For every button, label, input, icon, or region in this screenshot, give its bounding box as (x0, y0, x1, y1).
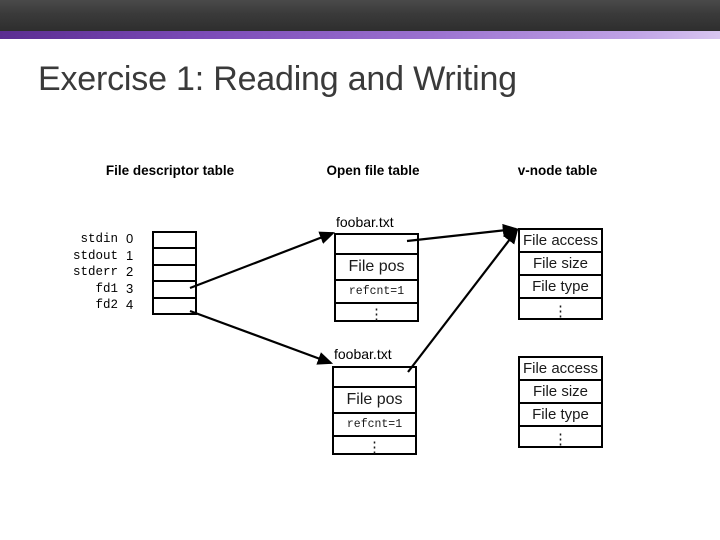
fd-index-4: 4 (126, 297, 134, 313)
vnode-1-file-access-text: File access (522, 232, 599, 249)
fd-label-stdout: stdout (72, 248, 118, 263)
fd-label-stderr: stderr (72, 265, 118, 280)
open-file-2-file-pos: File pos (334, 388, 415, 414)
file-descriptor-table-box (152, 231, 197, 315)
fd-label-fd1: fd1 (95, 281, 118, 296)
open-file-table-entry-1: File pos refcnt=1 ⋮ (334, 233, 419, 323)
vnode-1-file-size: File size (520, 253, 601, 276)
open-file-table-entry-2: File pos refcnt=1 ⋮ (332, 366, 417, 456)
open-file-2-refcnt: refcnt=1 (334, 414, 415, 437)
fd-index-column: 0 1 2 3 4 (126, 231, 144, 314)
fd-table-row-3 (154, 282, 195, 299)
open-file-1-empty-row (336, 235, 417, 255)
connector-fd1-to-openfile-1 (189, 231, 336, 290)
open-file-2-caption: foobar.txt (334, 346, 392, 362)
open-file-1-ellipsis: ⋮ (369, 306, 384, 323)
banner-accent-stripe (0, 31, 720, 39)
connector-fd2-to-openfile-2 (189, 309, 334, 365)
fd-label-fd2: fd2 (95, 298, 118, 313)
header-file-descriptor-table: File descriptor table (105, 163, 235, 178)
open-file-1-refcnt: refcnt=1 (336, 281, 417, 304)
fd-index-0: 0 (126, 231, 134, 246)
page-title: Exercise 1: Reading and Writing (38, 60, 517, 98)
fd-index-2: 2 (126, 264, 134, 280)
vnode-1-file-type: File type (520, 276, 601, 299)
open-file-1-file-pos: File pos (336, 255, 417, 281)
fd-label-stdin: stdin (80, 232, 118, 246)
fd-table-row-4 (154, 299, 195, 315)
header-vnode-table: v-node table (517, 163, 598, 178)
connector-openfile-1-to-vnode-1 (406, 223, 519, 243)
connector-openfile-2-to-vnode-1 (407, 228, 519, 373)
fd-index-3: 3 (126, 280, 134, 296)
fd-table-row-0 (154, 233, 195, 250)
fd-table-row-2 (154, 266, 195, 283)
vnode-table-2: File access File size File type ⋮ (518, 356, 603, 448)
vnode-2-ellipsis: ⋮ (553, 430, 568, 448)
vnode-2-file-size: File size (520, 381, 601, 404)
vnode-2-file-type: File type (520, 404, 601, 427)
vnode-table-1: File access File size File type ⋮ (518, 228, 603, 320)
open-file-2-empty-row (334, 368, 415, 388)
vnode-1-file-access: File access (520, 230, 601, 253)
header-open-file-table: Open file table (326, 163, 420, 178)
fd-table-row-1 (154, 249, 195, 266)
vnode-2-file-access-text: File access (522, 360, 599, 377)
slide-banner (0, 0, 720, 31)
open-file-2-ellipsis: ⋮ (367, 439, 382, 456)
fd-index-1: 1 (126, 247, 134, 263)
fd-label-column: stdin stdout stderr fd1 fd2 (40, 231, 118, 314)
vnode-2-file-access: File access (520, 358, 601, 381)
open-file-1-caption: foobar.txt (336, 214, 394, 230)
vnode-1-ellipsis: ⋮ (553, 302, 568, 320)
